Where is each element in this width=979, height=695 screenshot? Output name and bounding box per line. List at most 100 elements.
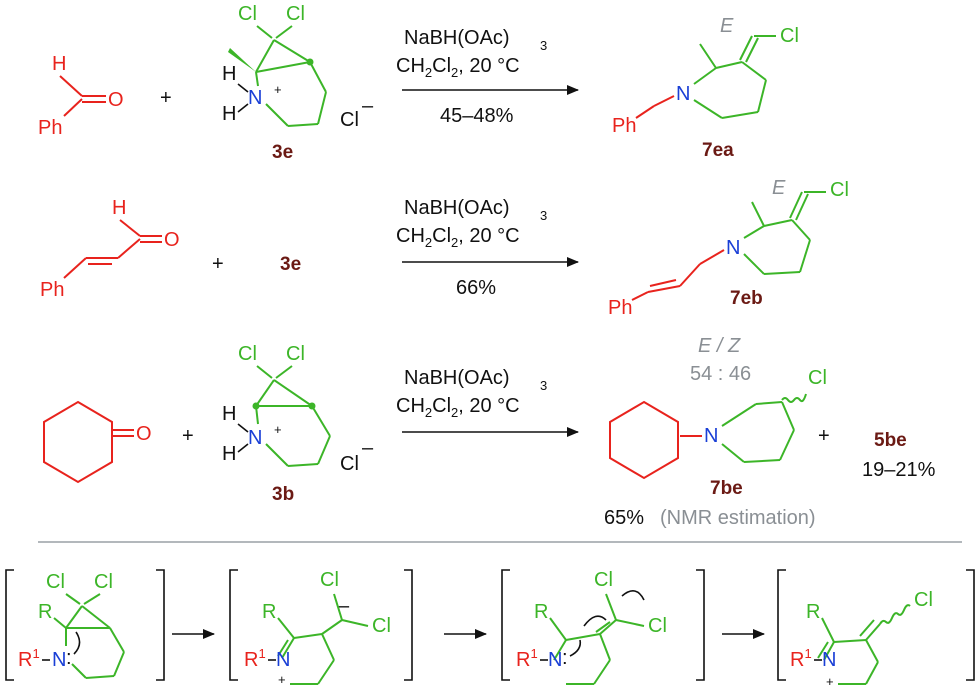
charge-minus: – <box>362 437 374 459</box>
atom-o: O <box>164 229 180 251</box>
lone-pair: : <box>66 647 72 669</box>
wavy-bond <box>879 604 911 625</box>
reagent-sub: 3 <box>540 378 547 393</box>
compound-3b: Cl Cl H H N + Cl – 3b <box>222 343 374 505</box>
conditions-3: NaBH(OAc) 3 CH2Cl2, 20 °C <box>396 367 579 437</box>
yield-note: (NMR estimation) <box>660 507 816 529</box>
atom-ph: Ph <box>38 117 62 139</box>
charge-plus: + <box>826 674 834 689</box>
atom-cl: Cl <box>320 569 339 591</box>
atom-cl: Cl <box>286 3 305 25</box>
atom-r1: R1 <box>244 646 266 671</box>
stereo-label: E <box>772 177 786 199</box>
benzaldehyde: H O Ph <box>38 53 124 139</box>
atom-cl: Cl <box>808 367 827 389</box>
bracket-left <box>229 569 238 681</box>
atom-cl: Cl <box>830 179 849 201</box>
byproduct-yield: 19–21% <box>862 459 936 481</box>
plus-sign: + <box>160 87 172 109</box>
atom-cl: Cl <box>94 571 113 593</box>
bracket-right <box>156 569 165 681</box>
compound-label: 3e <box>280 254 301 275</box>
main-yield: 65% <box>604 507 644 529</box>
atom-r: R <box>262 601 276 623</box>
atom-r1: R1 <box>18 646 40 671</box>
atom-o: O <box>136 423 152 445</box>
conditions-2: NaBH(OAc) 3 CH2Cl2, 20 °C 66% <box>396 197 579 299</box>
bracket-right <box>404 569 413 681</box>
curved-arrow <box>73 631 81 655</box>
stereo-ratio-label: E / Z <box>698 335 741 357</box>
compound-label: 7be <box>710 478 743 499</box>
atom-ph: Ph <box>608 297 632 319</box>
atom-n: N <box>726 237 740 259</box>
curved-arrow <box>569 639 582 657</box>
compound-label: 7ea <box>702 140 734 161</box>
atom-n: N <box>548 649 562 671</box>
conditions-1: NaBH(OAc) 3 CH2Cl2, 20 °C 45–48% <box>396 27 579 127</box>
mechanism-step-3: Cl Cl R R1 N : <box>501 569 705 685</box>
chloride: Cl <box>340 109 359 131</box>
product-7eb: E Cl N Ph 7eb <box>608 177 849 319</box>
atom-cl: Cl <box>46 571 65 593</box>
reagent: NaBH(OAc) <box>404 197 510 219</box>
atom-n: N <box>822 649 836 671</box>
stereo-label: E <box>720 15 734 37</box>
atom-cl: Cl <box>286 343 305 365</box>
reagent-sub: 3 <box>540 208 547 223</box>
atom-r1: R1 <box>516 646 538 671</box>
atom-n: N <box>676 83 690 105</box>
bracket-right <box>696 569 705 681</box>
curved-arrow <box>621 590 645 601</box>
atom-cl: Cl <box>780 25 799 47</box>
byproduct-label: 5be <box>874 430 907 451</box>
atom-r: R <box>806 601 820 623</box>
atom-h: H <box>222 63 236 85</box>
compound-label: 7eb <box>730 288 763 309</box>
atom-ph: Ph <box>612 115 636 137</box>
atom-n: N <box>704 425 718 447</box>
plus-sign: + <box>818 425 830 447</box>
charge-minus: – <box>362 95 374 117</box>
chloride: Cl <box>340 453 359 475</box>
compound-3e: Cl Cl H H N + Cl – 3e <box>222 3 374 163</box>
charge-minus: – <box>338 595 350 617</box>
cyclohexanone: O <box>43 400 152 484</box>
atom-h: H <box>112 197 126 219</box>
atom-n: N <box>52 649 66 671</box>
reagent: NaBH(OAc) <box>404 27 510 49</box>
product-7be: E / Z 54 : 46 Cl N 7be 65% (NMR estimati… <box>604 335 827 529</box>
reagent-sub: 3 <box>540 38 547 53</box>
product-7ea: E Cl N Ph 7ea <box>612 15 799 161</box>
bracket-left <box>777 569 786 681</box>
atom-n: N <box>276 649 290 671</box>
lone-pair: : <box>562 647 568 669</box>
atom-n: N <box>248 427 262 449</box>
solvent: CH2Cl2, 20 °C <box>396 395 520 420</box>
bracket-right <box>966 569 975 681</box>
atom-cl: Cl <box>372 615 391 637</box>
compound-label: 3e <box>272 142 293 163</box>
atom-r1: R1 <box>790 646 812 671</box>
charge-plus: + <box>278 672 286 687</box>
curved-arrow <box>583 615 607 627</box>
reagent: NaBH(OAc) <box>404 367 510 389</box>
atom-h: H <box>52 53 66 75</box>
bracket-left <box>5 569 14 681</box>
atom-h: H <box>222 103 236 125</box>
compound-label: 3b <box>272 484 294 505</box>
atom-r: R <box>534 601 548 623</box>
atom-cl: Cl <box>914 589 933 611</box>
atom-n: N <box>248 87 262 109</box>
charge-plus: + <box>274 82 282 97</box>
mechanism-step-4: Cl R R1 N + <box>777 569 975 689</box>
atom-h: H <box>222 403 236 425</box>
wavy-bond <box>781 393 807 403</box>
wedge-methyl <box>228 48 256 72</box>
solvent: CH2Cl2, 20 °C <box>396 55 520 80</box>
stereo-dot <box>252 402 260 410</box>
plus-sign: + <box>212 253 224 275</box>
atom-o: O <box>108 89 124 111</box>
mechanism-step-2: Cl – Cl R R1 N + <box>229 569 413 687</box>
